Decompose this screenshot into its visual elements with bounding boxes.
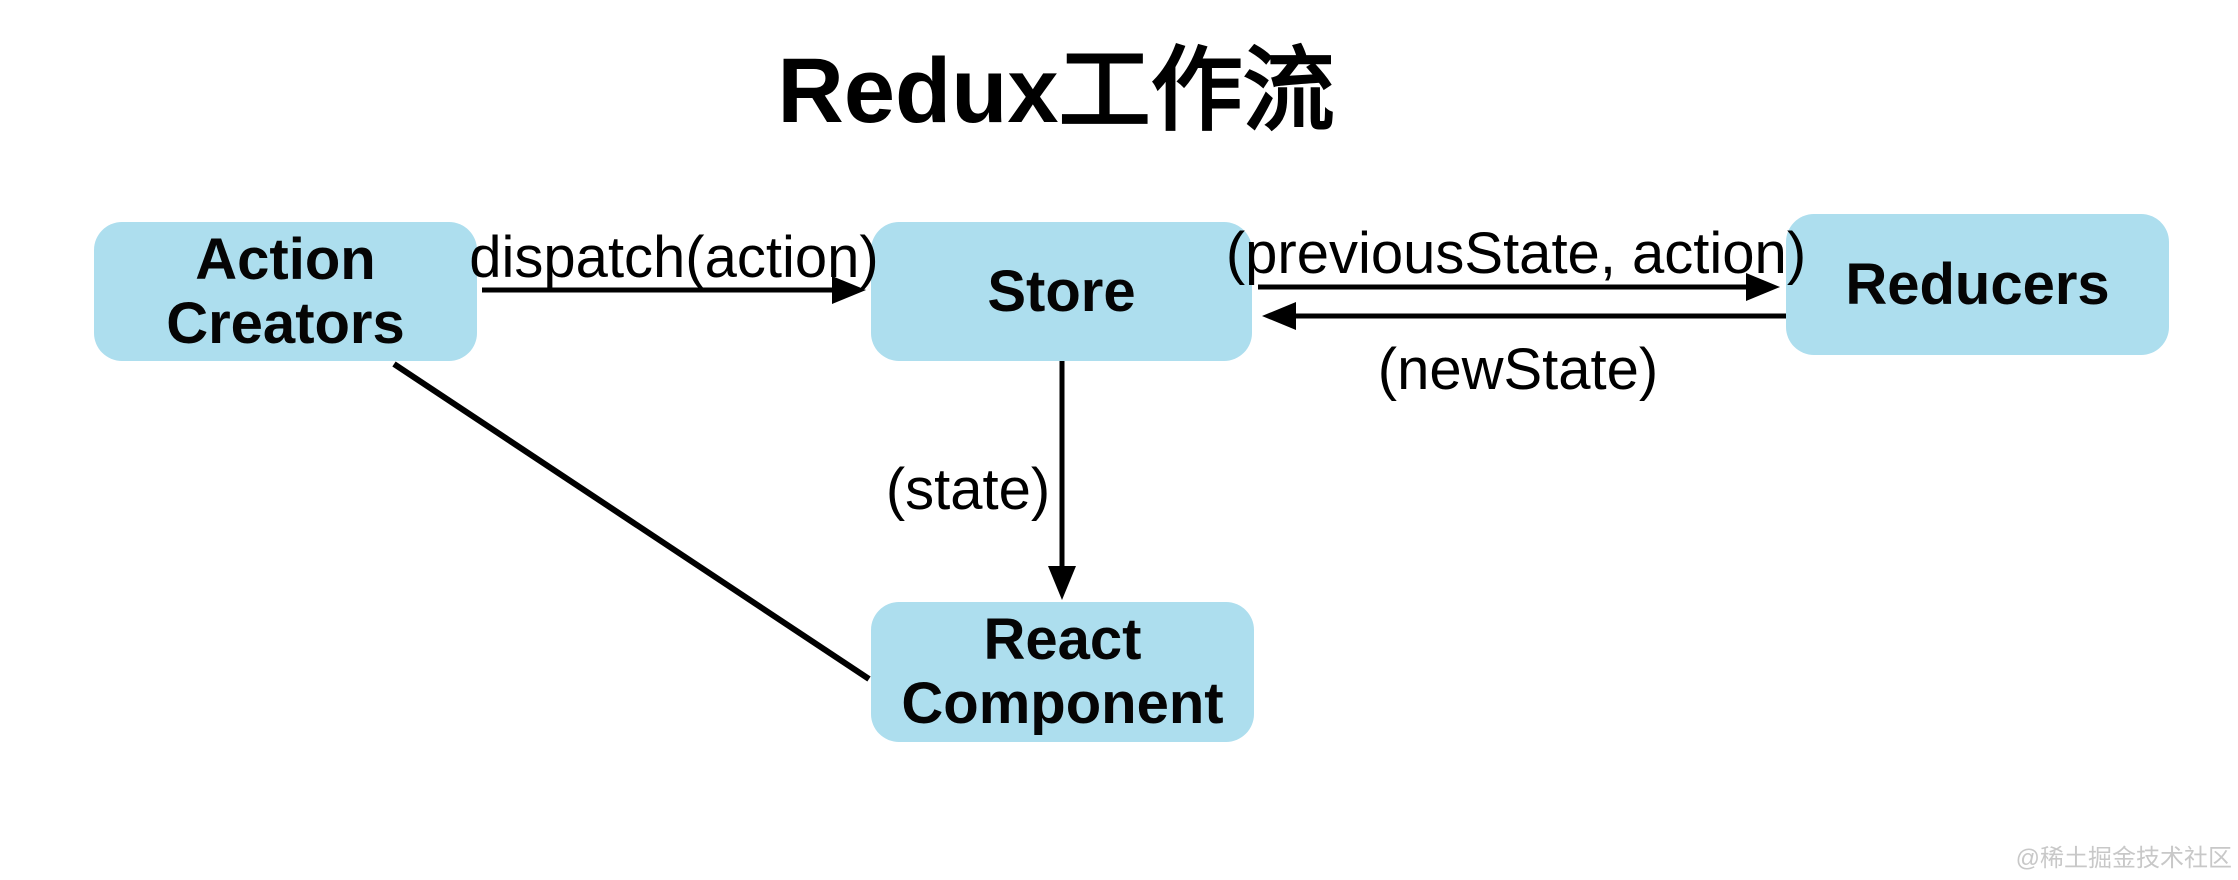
node-action-creators: Action Creators [94, 222, 477, 361]
edge-state-arrowhead-icon [1048, 566, 1076, 600]
node-store: Store [871, 222, 1252, 361]
edge-dispatch-arrowhead-icon [832, 276, 866, 304]
node-react-component-label: React Component [901, 607, 1224, 736]
node-react-component: React Component [871, 602, 1254, 742]
edge-label-dispatch: dispatch(action) [469, 225, 879, 290]
node-action-creators-label: Action Creators [166, 226, 405, 356]
watermark: @稀土掘金技术社区 [2015, 845, 2232, 872]
edge-label-previousstate-action: (previousState, action) [1225, 221, 1807, 286]
edge-newstate-arrowhead-icon [1262, 302, 1296, 330]
node-reducers: Reducers [1786, 214, 2169, 355]
node-store-label: Store [987, 258, 1136, 324]
node-reducers-label: Reducers [1845, 251, 2110, 317]
edge-label-newstate: (newState) [1377, 337, 1659, 402]
edge-label-state: (state) [885, 457, 1051, 522]
edge-trigger-line [392, 361, 871, 682]
diagram-title: Redux工作流 [777, 40, 1335, 142]
edge-previousstate-arrowhead-icon [1746, 273, 1780, 301]
